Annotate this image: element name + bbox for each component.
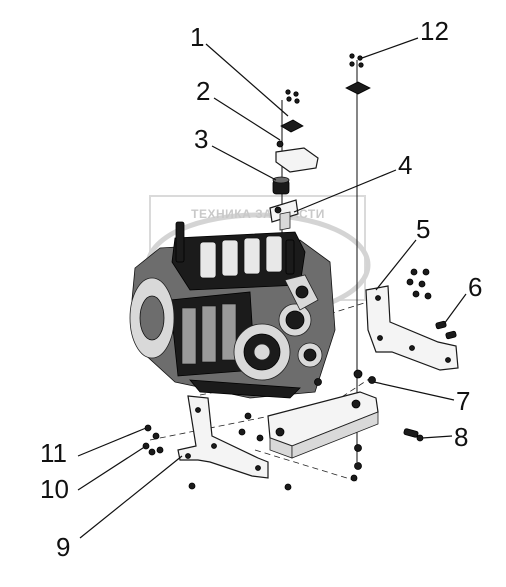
left-fasteners <box>142 424 246 490</box>
watermark-text: ТЕХНИКА ЗАПЧАСТИ <box>191 207 325 221</box>
callout-5: 5 <box>416 214 430 244</box>
callout-2: 2 <box>196 76 210 106</box>
callout-9: 9 <box>56 532 70 562</box>
top-mount-nut <box>276 140 284 148</box>
callout-7: 7 <box>456 386 470 416</box>
callout-3: 3 <box>194 124 208 154</box>
right-bracket-bolts <box>406 268 432 300</box>
engine-assembly <box>129 221 336 399</box>
cross-member-bolt <box>403 428 424 442</box>
callout-1: 1 <box>190 22 204 52</box>
axis-washers <box>314 369 376 386</box>
left-bracket-holes <box>185 407 261 471</box>
rubber-cushion <box>272 176 290 195</box>
cross-member <box>267 391 379 459</box>
left-mount-bracket <box>177 395 269 479</box>
right-bracket-holes <box>375 295 451 363</box>
callout-11: 11 <box>40 438 67 468</box>
right-top-pad <box>345 81 371 95</box>
right-mount-bracket <box>365 285 459 371</box>
top-mount-pad <box>280 119 304 133</box>
callout-8: 8 <box>454 422 468 452</box>
callout-4: 4 <box>398 150 412 180</box>
bracket-fasteners-6 <box>435 320 457 340</box>
lower-washers <box>244 412 362 491</box>
callout-10: 10 <box>40 474 69 504</box>
callout-6: 6 <box>468 272 482 302</box>
lower-mount-bracket <box>269 199 299 231</box>
leader-lines <box>77 37 467 539</box>
upper-mount-bracket <box>275 147 319 173</box>
top-fastener-cluster <box>285 89 300 104</box>
callout-labels: 1 2 3 4 5 6 7 8 9 10 11 12 <box>40 16 482 562</box>
callout-12: 12 <box>420 16 449 46</box>
